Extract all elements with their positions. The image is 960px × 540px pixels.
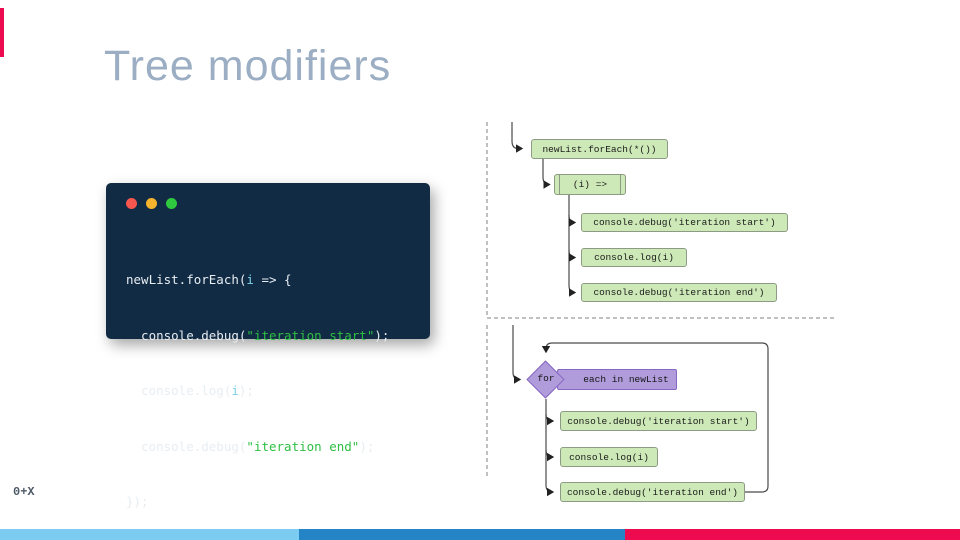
code-token-string: "iteration end" xyxy=(246,438,360,454)
slide-title: Tree modifiers xyxy=(104,42,392,90)
code-token: newList.forEach( xyxy=(126,272,247,287)
code-token-variable: i xyxy=(231,383,239,398)
window-controls xyxy=(126,198,177,209)
code-line: }); xyxy=(126,493,389,512)
company-logo: 0+X xyxy=(13,485,35,499)
flow-step-log: console.log(i) xyxy=(560,447,658,467)
code-window: newList.forEach(i => { console.debug("it… xyxy=(106,183,430,509)
code-token: ); xyxy=(238,383,254,398)
ast-node-callback-label: (i) => xyxy=(572,179,608,190)
code-token-variable: i xyxy=(246,272,254,287)
ast-node-callback: (i) => xyxy=(554,174,626,195)
code-line: console.log(i); xyxy=(126,382,389,401)
footer-bar-light-blue xyxy=(0,529,299,540)
code-line: newList.forEach(i => { xyxy=(126,271,389,290)
subroutine-edge xyxy=(559,175,560,194)
close-window-icon xyxy=(126,198,137,209)
code-token: console.debug( xyxy=(126,327,247,343)
code-token-string: "iteration start" xyxy=(246,327,375,343)
flow-loop-keyword: for xyxy=(537,373,555,384)
flow-step-debug-end: console.debug('iteration end') xyxy=(560,482,745,502)
footer-bar-red xyxy=(625,529,960,540)
code-token: console.log( xyxy=(126,383,232,398)
flow-loop-condition: each in newList xyxy=(557,369,677,390)
ast-node-log: console.log(i) xyxy=(581,248,687,267)
code-line: console.debug("iteration start"); xyxy=(126,327,389,346)
code-block: newList.forEach(i => { console.debug("it… xyxy=(126,234,389,540)
footer-bar-blue xyxy=(299,529,625,540)
maximize-window-icon xyxy=(166,198,177,209)
code-token: => { xyxy=(253,272,292,287)
minimize-window-icon xyxy=(146,198,157,209)
subroutine-edge xyxy=(620,175,621,194)
ast-node-debug-end: console.debug('iteration end') xyxy=(581,283,777,302)
ast-node-foreach: newList.forEach(*()) xyxy=(531,139,668,159)
code-token: ); xyxy=(359,438,375,454)
ast-node-debug-start: console.debug('iteration start') xyxy=(581,213,788,232)
top-left-accent-bar xyxy=(0,8,4,57)
code-token: console.debug( xyxy=(126,438,247,454)
code-token: ); xyxy=(374,327,390,343)
code-token: }); xyxy=(126,494,149,509)
code-line: console.debug("iteration end"); xyxy=(126,438,389,457)
flow-step-debug-start: console.debug('iteration start') xyxy=(560,411,757,431)
